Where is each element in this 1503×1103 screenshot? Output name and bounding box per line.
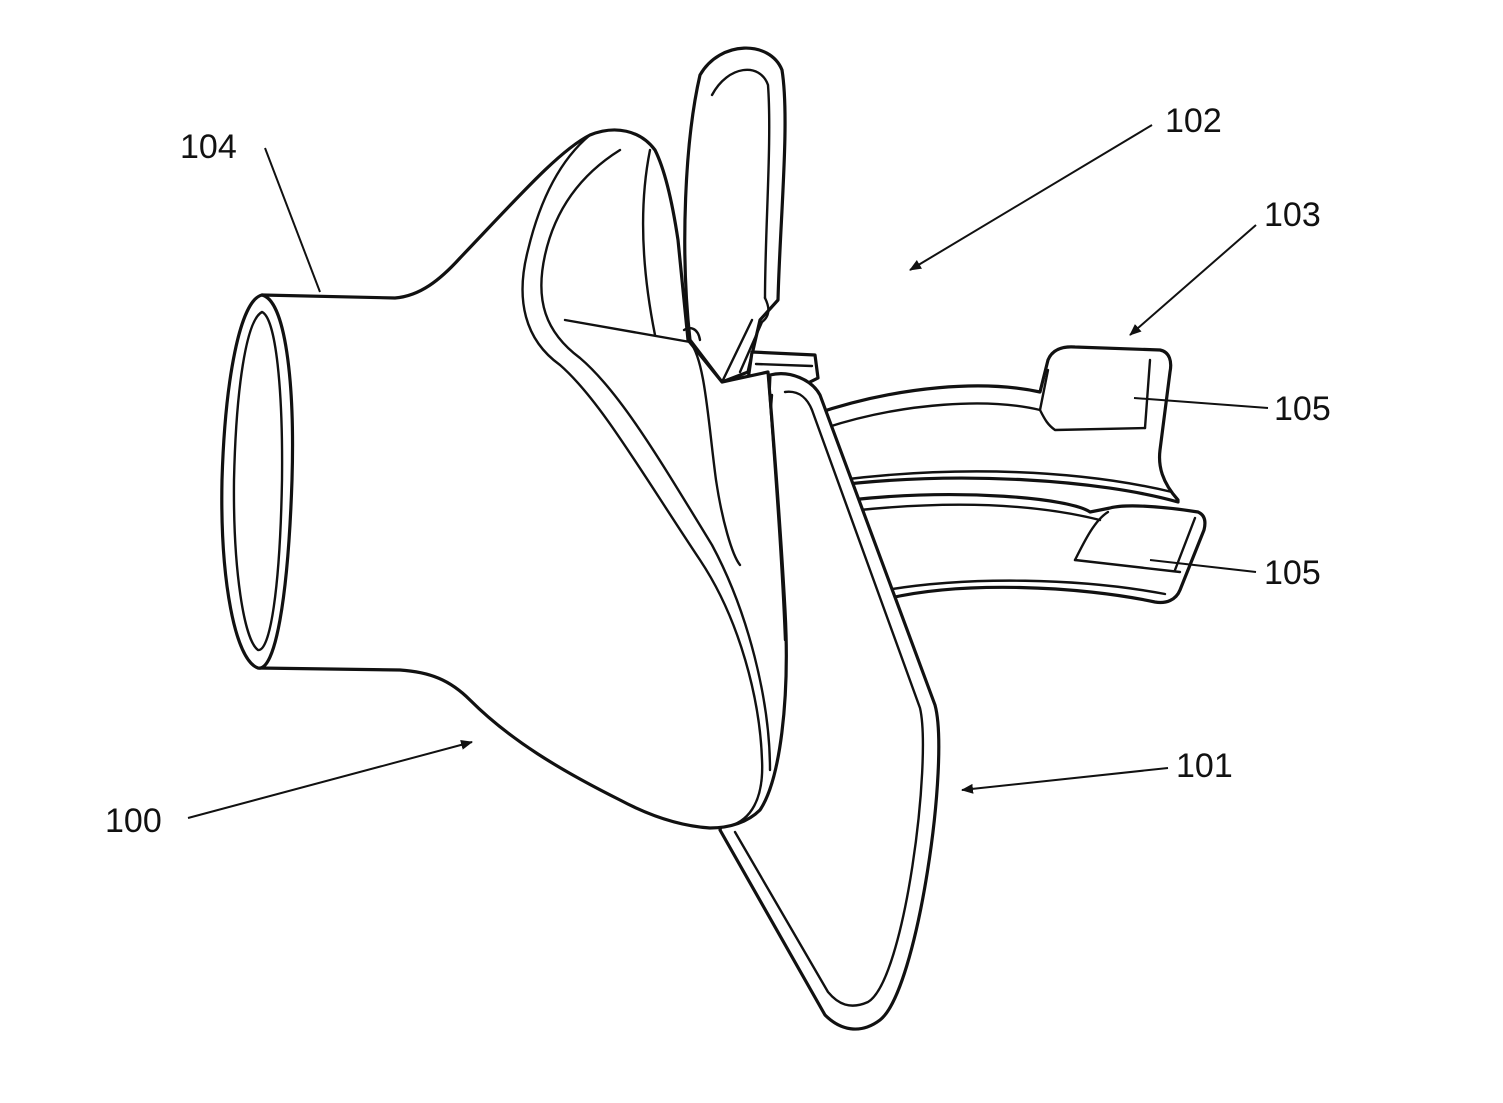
arrow-101 <box>962 768 1168 790</box>
tube-opening <box>222 295 293 668</box>
arrow-102 <box>910 125 1152 270</box>
label-103: 103 <box>1264 196 1321 234</box>
arrow-100 <box>188 742 472 818</box>
lower-tab <box>850 495 1205 603</box>
leader-104 <box>265 148 320 292</box>
label-102: 102 <box>1165 102 1222 140</box>
label-104: 104 <box>180 128 237 166</box>
label-100: 100 <box>105 802 162 840</box>
upper-tab <box>812 347 1178 502</box>
label-105-upper: 105 <box>1274 390 1331 428</box>
label-101: 101 <box>1176 747 1233 785</box>
label-105-lower: 105 <box>1264 554 1321 592</box>
arrow-103 <box>1130 225 1256 335</box>
upper-lobe <box>685 48 818 385</box>
